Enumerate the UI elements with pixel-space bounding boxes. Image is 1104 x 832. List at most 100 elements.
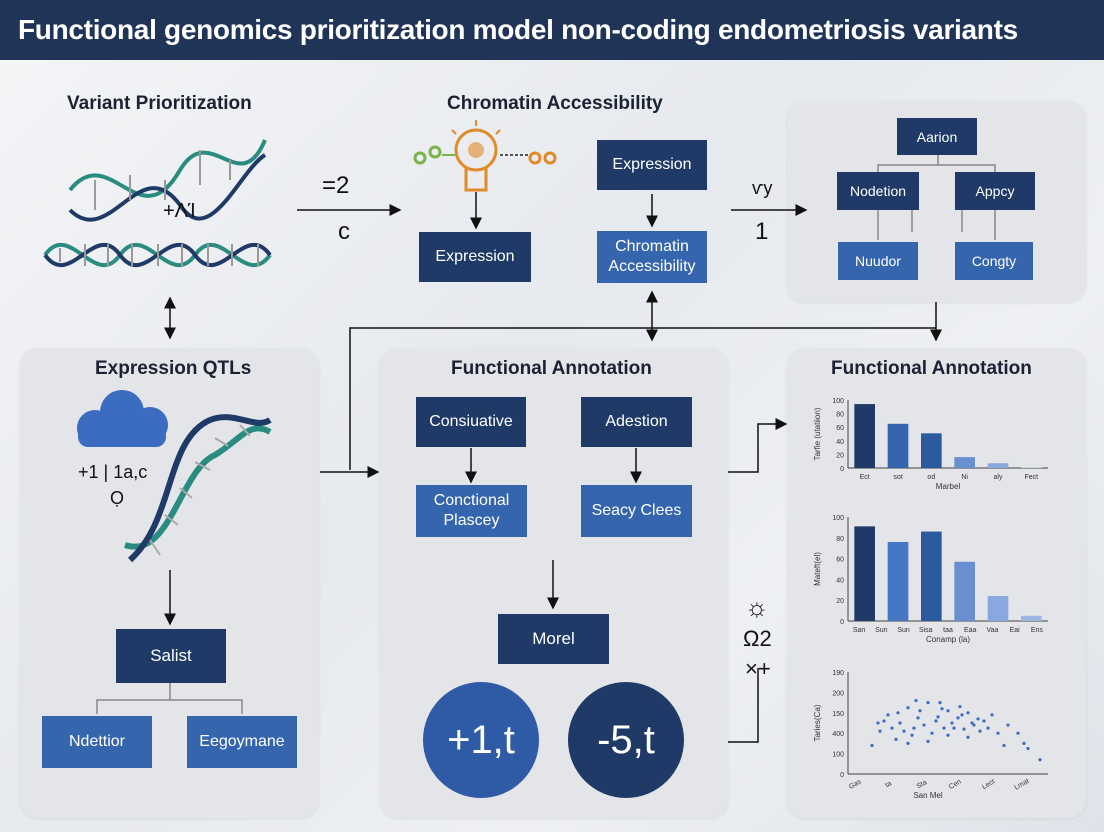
scatter-point	[960, 713, 964, 717]
bar	[1021, 615, 1042, 621]
x-tick-label: Cen	[948, 778, 963, 791]
scatter-point	[898, 721, 902, 725]
scatter-point	[982, 719, 986, 723]
tree-left-box: Nodetion	[837, 172, 919, 210]
scatter-point	[986, 726, 990, 730]
scatter-point	[926, 739, 930, 743]
scatter-point	[870, 743, 874, 748]
bar	[887, 423, 909, 468]
x-tick-label: sot	[893, 474, 902, 481]
bar	[887, 541, 909, 621]
scatter-point	[918, 709, 922, 713]
functional-annotation-title: Functional Annotation	[451, 358, 652, 379]
expression-box-a: Expression	[419, 232, 531, 282]
scatter-point	[926, 701, 930, 705]
scatter-point	[970, 721, 974, 725]
y-axis-label: Taries(Ca)	[813, 704, 822, 741]
scatter-point	[876, 721, 880, 725]
y-tick-label: 20	[836, 598, 844, 605]
cloud-icon	[77, 390, 168, 447]
arrow1-bottom-label: c	[338, 218, 350, 245]
scatter-point	[972, 723, 976, 727]
eqtl-title: Expression QTLs	[95, 358, 252, 379]
bar	[1021, 467, 1042, 468]
y-tick-label: 40	[836, 439, 844, 446]
tree-bottom-left-box: Nuudor	[838, 242, 918, 280]
y-tick-label: 0	[840, 772, 844, 779]
bar	[921, 531, 942, 621]
side-symbol-1: ☼	[745, 592, 769, 622]
bar	[854, 404, 875, 468]
eqtl-note: +1 | 1a,c	[78, 462, 148, 482]
y-tick-label: 80	[836, 536, 844, 543]
x-axis-label: Marbel	[936, 482, 961, 491]
bar	[987, 463, 1009, 468]
scatter-point	[878, 729, 882, 733]
scatter-point	[996, 731, 1000, 735]
x-tick-label: ta	[884, 780, 893, 789]
y-tick-label: 0	[840, 619, 844, 626]
y-tick-label: 400	[832, 731, 844, 738]
adestion-box: Adestion	[581, 397, 692, 447]
scatter-point	[906, 741, 910, 745]
circle-negative: -5,t	[568, 682, 684, 798]
scatter-point	[910, 733, 914, 737]
bar	[954, 457, 975, 468]
scatter-point	[1006, 723, 1010, 727]
x-tick-label: Sta	[916, 779, 929, 790]
x-tick-label: taa	[943, 627, 953, 634]
salist-box: Salist	[116, 629, 226, 683]
x-tick-label: Lect	[981, 778, 996, 791]
x-tick-label: Ni	[961, 474, 968, 481]
scatter-point	[1016, 731, 1020, 735]
scatter-point	[940, 707, 944, 711]
scatter-point	[976, 717, 980, 721]
bar	[954, 561, 975, 621]
y-tick-label: 80	[836, 412, 844, 419]
tree-root-box: Aarion	[897, 118, 977, 155]
scatter-point	[962, 727, 966, 731]
scatter-point	[958, 705, 962, 709]
y-tick-label: 100	[832, 398, 844, 405]
x-tick-label: Ect	[860, 474, 870, 481]
scatter-point	[956, 716, 960, 720]
page-title: Functional genomics prioritization model…	[0, 0, 1104, 60]
eqtl-symbol: Ọ	[110, 488, 125, 508]
y-tick-label: 100	[832, 515, 844, 522]
scatter-point	[894, 737, 898, 741]
scatter-point	[942, 726, 946, 730]
model-box: Morel	[498, 614, 609, 664]
scatter-point	[1022, 741, 1026, 745]
chromatin-accessibility-title: Chromatin Accessibility	[447, 93, 663, 114]
variant-note: +ΛΊ	[163, 200, 196, 222]
y-tick-label: 60	[836, 557, 844, 564]
y-axis-label: Mateft(el)	[813, 552, 822, 586]
consiuative-box: Consiuative	[416, 397, 526, 447]
y-tick-label: 200	[832, 690, 844, 697]
eegoymane-box: Eegoymane	[187, 716, 297, 768]
circle-positive: +1,t	[423, 682, 539, 798]
scatter-point	[914, 698, 918, 703]
y-tick-label: 20	[836, 452, 844, 459]
bar	[921, 433, 942, 468]
scatter-point	[950, 721, 954, 725]
y-tick-label: 0	[840, 466, 844, 473]
scatter-point	[922, 723, 926, 727]
scatter-point	[906, 706, 910, 710]
scatter-point	[946, 733, 950, 737]
scatter-point	[934, 719, 938, 723]
x-tick-label: Fect	[1025, 474, 1039, 481]
y-tick-label: 100	[832, 752, 844, 759]
scatter-point	[978, 729, 982, 733]
x-tick-label: Eaa	[964, 627, 977, 634]
x-tick-label: od	[927, 474, 935, 481]
x-tick-label: aly	[994, 474, 1003, 481]
tree-right-box: Appcy	[955, 172, 1035, 210]
chromatin-accessibility-box: Chromatin Accessibility	[597, 231, 707, 283]
scatter-point	[990, 713, 994, 717]
bar	[854, 526, 875, 621]
scatter-point	[902, 729, 906, 733]
x-tick-label: Gas	[848, 778, 863, 791]
